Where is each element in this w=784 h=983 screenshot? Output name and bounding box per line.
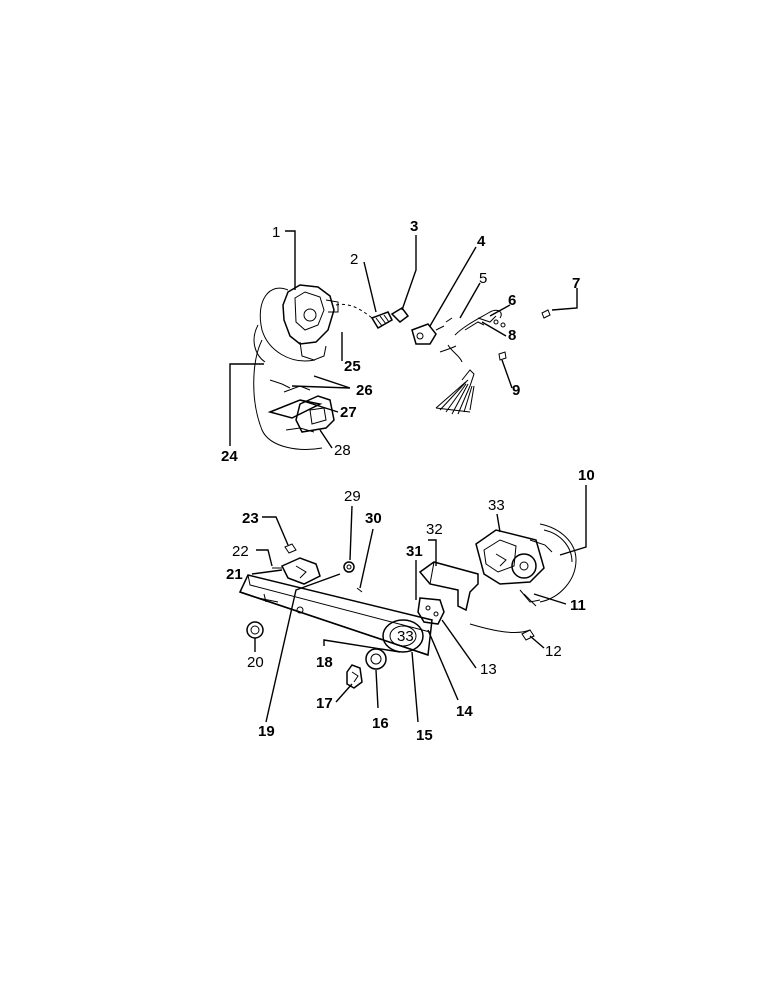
label-14: 14: [456, 703, 473, 720]
label-27: 27: [340, 404, 357, 421]
knob-part-20: [246, 621, 264, 639]
label-4: 4: [477, 233, 486, 250]
label-11: 11: [570, 597, 586, 614]
harness-parts-10-11: [469, 523, 577, 633]
label-29: 29: [344, 488, 361, 505]
label-21: 21: [226, 566, 243, 583]
switch-part-4: [411, 323, 445, 345]
part-29: [343, 561, 355, 573]
label-30: 30: [365, 510, 382, 527]
label-5: 5: [479, 270, 487, 287]
bracket-parts-26-27-28: [253, 339, 335, 450]
label-9: 9: [512, 382, 520, 399]
label-15: 15: [416, 727, 433, 744]
label-19: 19: [258, 723, 275, 740]
control-panel: 33: [238, 574, 433, 657]
part-23: [284, 543, 297, 554]
label-16: 16: [372, 715, 389, 732]
part-12: [521, 629, 535, 641]
label-12: 12: [545, 643, 562, 660]
wire-harness-parts-5-6-8: [439, 309, 506, 363]
connector-part-2: [370, 311, 393, 330]
timer-part-33: [475, 529, 553, 585]
plate-part-13-14: [417, 597, 445, 625]
part-9: [498, 351, 507, 361]
label-28: 28: [334, 442, 351, 459]
callout-labels: 1 2 3 4 5 6 7 8 9 10 11 12 13 14 15 16 1…: [221, 218, 595, 744]
part-30: [356, 587, 363, 593]
fitting-part-3: [390, 307, 410, 323]
label-17: 17: [316, 695, 333, 712]
label-2: 2: [350, 251, 358, 268]
label-31: 31: [406, 543, 423, 560]
label-20: 20: [247, 654, 264, 671]
knob-part-16: [365, 648, 387, 670]
label-8: 8: [508, 327, 516, 344]
bracket-part-32: [418, 561, 479, 612]
bracket-part-21-22: [272, 557, 321, 585]
part-7: [541, 309, 551, 319]
label-23: 23: [242, 510, 259, 527]
label-3: 3: [410, 218, 418, 235]
water-valve-assembly: [253, 284, 373, 363]
label-32: 32: [426, 521, 443, 538]
knob-part-17: [346, 664, 363, 689]
leader-lines: [229, 230, 587, 723]
label-22: 22: [232, 543, 249, 560]
dial-label: 33: [397, 628, 414, 645]
wire-fan-bundle: [435, 369, 475, 415]
label-13: 13: [480, 661, 497, 678]
label-7: 7: [572, 275, 580, 292]
label-18: 18: [316, 654, 333, 671]
label-10: 10: [578, 467, 595, 484]
label-1: 1: [272, 224, 280, 241]
label-25: 25: [344, 358, 361, 375]
label-33: 33: [488, 497, 505, 514]
label-26: 26: [356, 382, 373, 399]
label-6: 6: [508, 292, 516, 309]
label-24: 24: [221, 448, 238, 465]
